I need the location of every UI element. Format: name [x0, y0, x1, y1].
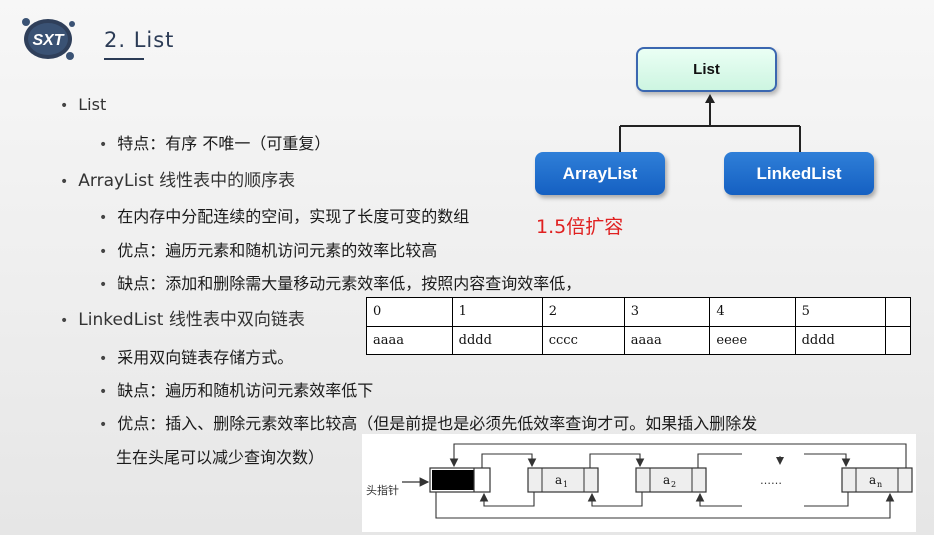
capacity-note: 1.5倍扩容: [536, 216, 624, 238]
list-item: •采用双向链表存储方式。: [99, 348, 294, 367]
index-cell: 3: [623, 297, 711, 327]
index-row: 0 1 2 3 4 5: [366, 297, 912, 327]
node-subscript: 1: [563, 480, 568, 489]
logo-text: SXT: [32, 32, 64, 49]
list-item: •LinkedList 线性表中双向链表: [60, 310, 305, 330]
bullet-dot: •: [60, 98, 69, 114]
list-item: •ArrayList 线性表中的顺序表: [60, 171, 296, 191]
list-item: •缺点：遍历和随机访问元素效率低下: [99, 381, 374, 400]
value-cell: eeee: [709, 325, 796, 355]
value-cell: [884, 325, 912, 355]
head-node-fill: [432, 470, 474, 490]
value-row: aaaa dddd cccc aaaa eeee dddd: [366, 325, 912, 355]
index-cell: 0: [366, 297, 453, 327]
list-item: •List: [60, 95, 107, 114]
list-node: [635, 467, 707, 493]
list-item: •缺点：添加和删除需大量移动元素效率低，按照内容查询效率低，: [99, 274, 582, 293]
bullet-dot: •: [99, 384, 108, 400]
node-subscript: 2: [671, 480, 676, 489]
value-cell: aaaa: [366, 325, 453, 355]
sxt-logo: SXT: [22, 18, 75, 60]
index-cell: 1: [451, 297, 543, 327]
value-cell: aaaa: [623, 325, 711, 355]
bullet-dot: •: [60, 174, 69, 190]
bullet-dot: •: [60, 313, 69, 329]
linked-list-figure: 头指针 a 1 a 2 …… a n: [362, 434, 916, 532]
value-cell: dddd: [451, 325, 543, 355]
linked-list-svg: 头指针 a 1 a 2 …… a n: [366, 443, 913, 519]
index-cell: 5: [794, 297, 886, 327]
bullet-dot: •: [99, 417, 108, 433]
array-table: 0 1 2 3 4 5 aaaa dddd cccc aaaa eeee ddd…: [366, 297, 912, 355]
title-underline: [104, 58, 144, 60]
list-item: •在内存中分配连续的空间，实现了长度可变的数组: [99, 207, 470, 226]
list-item: •优点：插入、删除元素效率比较高（但是前提也是必须先低效率查询才可。如果插入删除…: [99, 414, 758, 433]
index-cell: 2: [541, 297, 625, 327]
node-label: a: [663, 473, 670, 487]
list-node: [841, 467, 913, 493]
linkedlist-box: LinkedList: [724, 152, 874, 195]
value-cell: cccc: [541, 325, 625, 355]
list-interface-box: List: [636, 47, 777, 92]
index-cell: 4: [709, 297, 796, 327]
hierarchy-connectors: [619, 94, 801, 152]
arraylist-box: ArrayList: [535, 152, 665, 195]
head-pointer-label: 头指针: [366, 483, 399, 497]
bullet-dot: •: [99, 351, 108, 367]
node-label: a: [555, 473, 562, 487]
bullet-dot: •: [99, 244, 108, 260]
list-item-continuation: 生在头尾可以减少查询次数）: [116, 448, 325, 467]
index-cell: [884, 297, 912, 327]
node-subscript: n: [877, 480, 882, 489]
bullet-dot: •: [99, 277, 108, 293]
list-node: [527, 467, 599, 493]
arrow-head-icon: [705, 94, 715, 103]
list-item: •优点：遍历元素和随机访问元素的效率比较高: [99, 241, 438, 260]
page-title: 2. List: [104, 28, 175, 52]
bullet-dot: •: [99, 210, 108, 226]
ellipsis: ……: [760, 474, 782, 487]
value-cell: dddd: [794, 325, 886, 355]
bullet-dot: •: [99, 137, 108, 153]
list-item: •特点：有序 不唯一（可重复）: [99, 134, 331, 153]
node-label: a: [869, 473, 876, 487]
